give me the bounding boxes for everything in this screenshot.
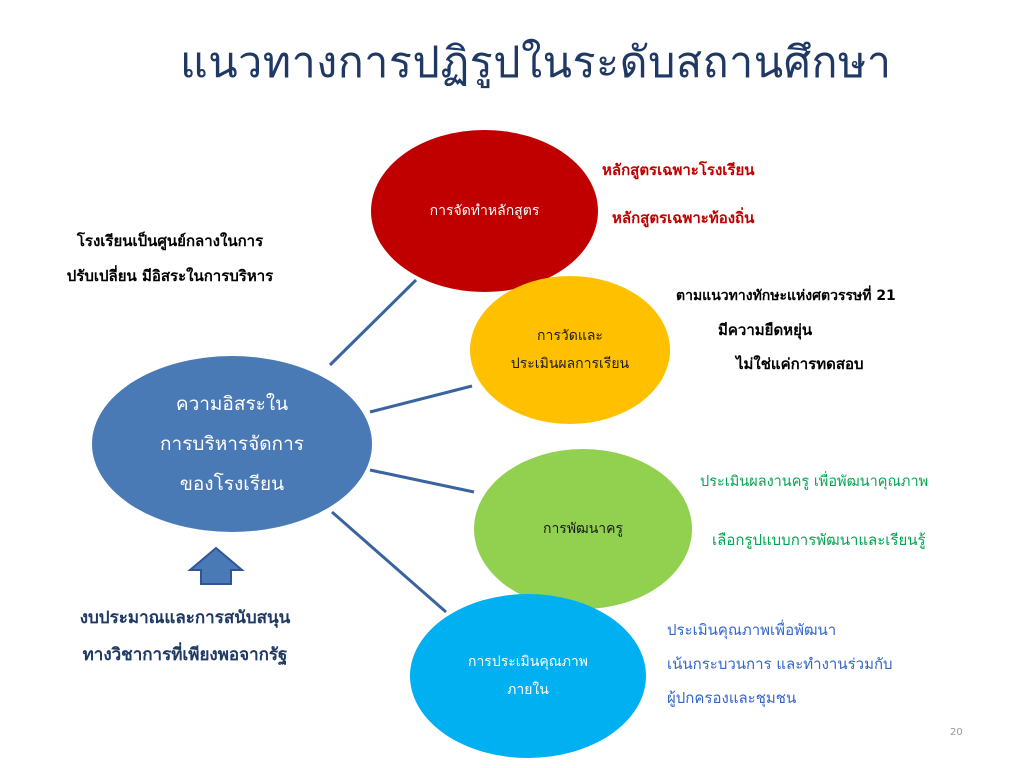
left-note-line-1: โรงเรียนเป็นศูนย์กลางในการ	[76, 232, 264, 250]
internal-qa-note-2: เน้นกระบวนการ และทำงานร่วมกับ	[667, 655, 893, 673]
center-label-line-1: ความอิสระใน	[175, 393, 289, 415]
curriculum-note-1: หลักสูตรเฉพาะโรงเรียน	[602, 161, 755, 179]
assessment-note-3: ไม่ใช่แค่การทดสอบ	[736, 355, 864, 373]
connector-assessment	[369, 384, 473, 414]
oval-center: ความอิสระใน การบริหารจัดการ ของโรงเรียน	[92, 356, 372, 532]
center-label-line-2: การบริหารจัดการ	[160, 433, 304, 455]
left-note-line-2: ปรับเปลี่ยน มีอิสระในการบริหาร	[66, 267, 274, 285]
oval-curriculum: การจัดทำหลักสูตร	[371, 130, 598, 292]
connector-teacher	[369, 468, 475, 494]
bottom-note-line-1: งบประมาณและการสนับสนุน	[79, 608, 291, 628]
internal-qa-label-line-2: ภายใน	[507, 682, 549, 698]
up-arrow-icon	[187, 546, 245, 585]
connector-internal-qa	[331, 510, 447, 614]
teacher-note-1: ประเมินผลงานครู เพื่อพัฒนาคุณภาพ	[700, 474, 929, 490]
bottom-note: งบประมาณและการสนับสนุน ทางวิชาการที่เพีย…	[20, 600, 350, 674]
oval-assessment: การวัดและ ประเมินผลการเรียน	[470, 276, 670, 424]
curriculum-note-2: หลักสูตรเฉพาะท้องถิ่น	[612, 209, 755, 227]
assessment-note-2: มีความยืดหยุ่น	[718, 321, 813, 339]
page-title: แนวทางการปฏิรูปในระดับสถานศึกษา	[180, 38, 892, 88]
page-number: 20	[950, 727, 963, 738]
bottom-note-line-2: ทางวิชาการที่เพียงพอจากรัฐ	[82, 645, 288, 665]
curriculum-label: การจัดทำหลักสูตร	[429, 203, 540, 219]
teacher-note-2: เลือกรูปแบบการพัฒนาและเรียนรู้	[712, 531, 926, 549]
oval-teacher: การพัฒนาครู	[474, 449, 692, 609]
assessment-note-1: ตามแนวทางทักษะแห่งศตวรรษที่ 21	[676, 288, 896, 304]
internal-qa-label-line-1: การประเมินคุณภาพ	[467, 654, 589, 670]
oval-internal-qa: การประเมินคุณภาพ ภายใน	[410, 594, 646, 758]
connector-curriculum	[328, 278, 418, 367]
internal-qa-note-1: ประเมินคุณภาพเพื่อพัฒนา	[667, 621, 837, 639]
internal-qa-note-3: ผู้ปกครองและชุมชน	[667, 689, 797, 707]
teacher-label: การพัฒนาครู	[542, 521, 624, 537]
assessment-label-line-1: การวัดและ	[537, 328, 603, 344]
assessment-label-line-2: ประเมินผลการเรียน	[510, 356, 630, 372]
center-label-line-3: ของโรงเรียน	[179, 473, 285, 495]
left-note: โรงเรียนเป็นศูนย์กลางในการ ปรับเปลี่ยน ม…	[20, 224, 320, 294]
